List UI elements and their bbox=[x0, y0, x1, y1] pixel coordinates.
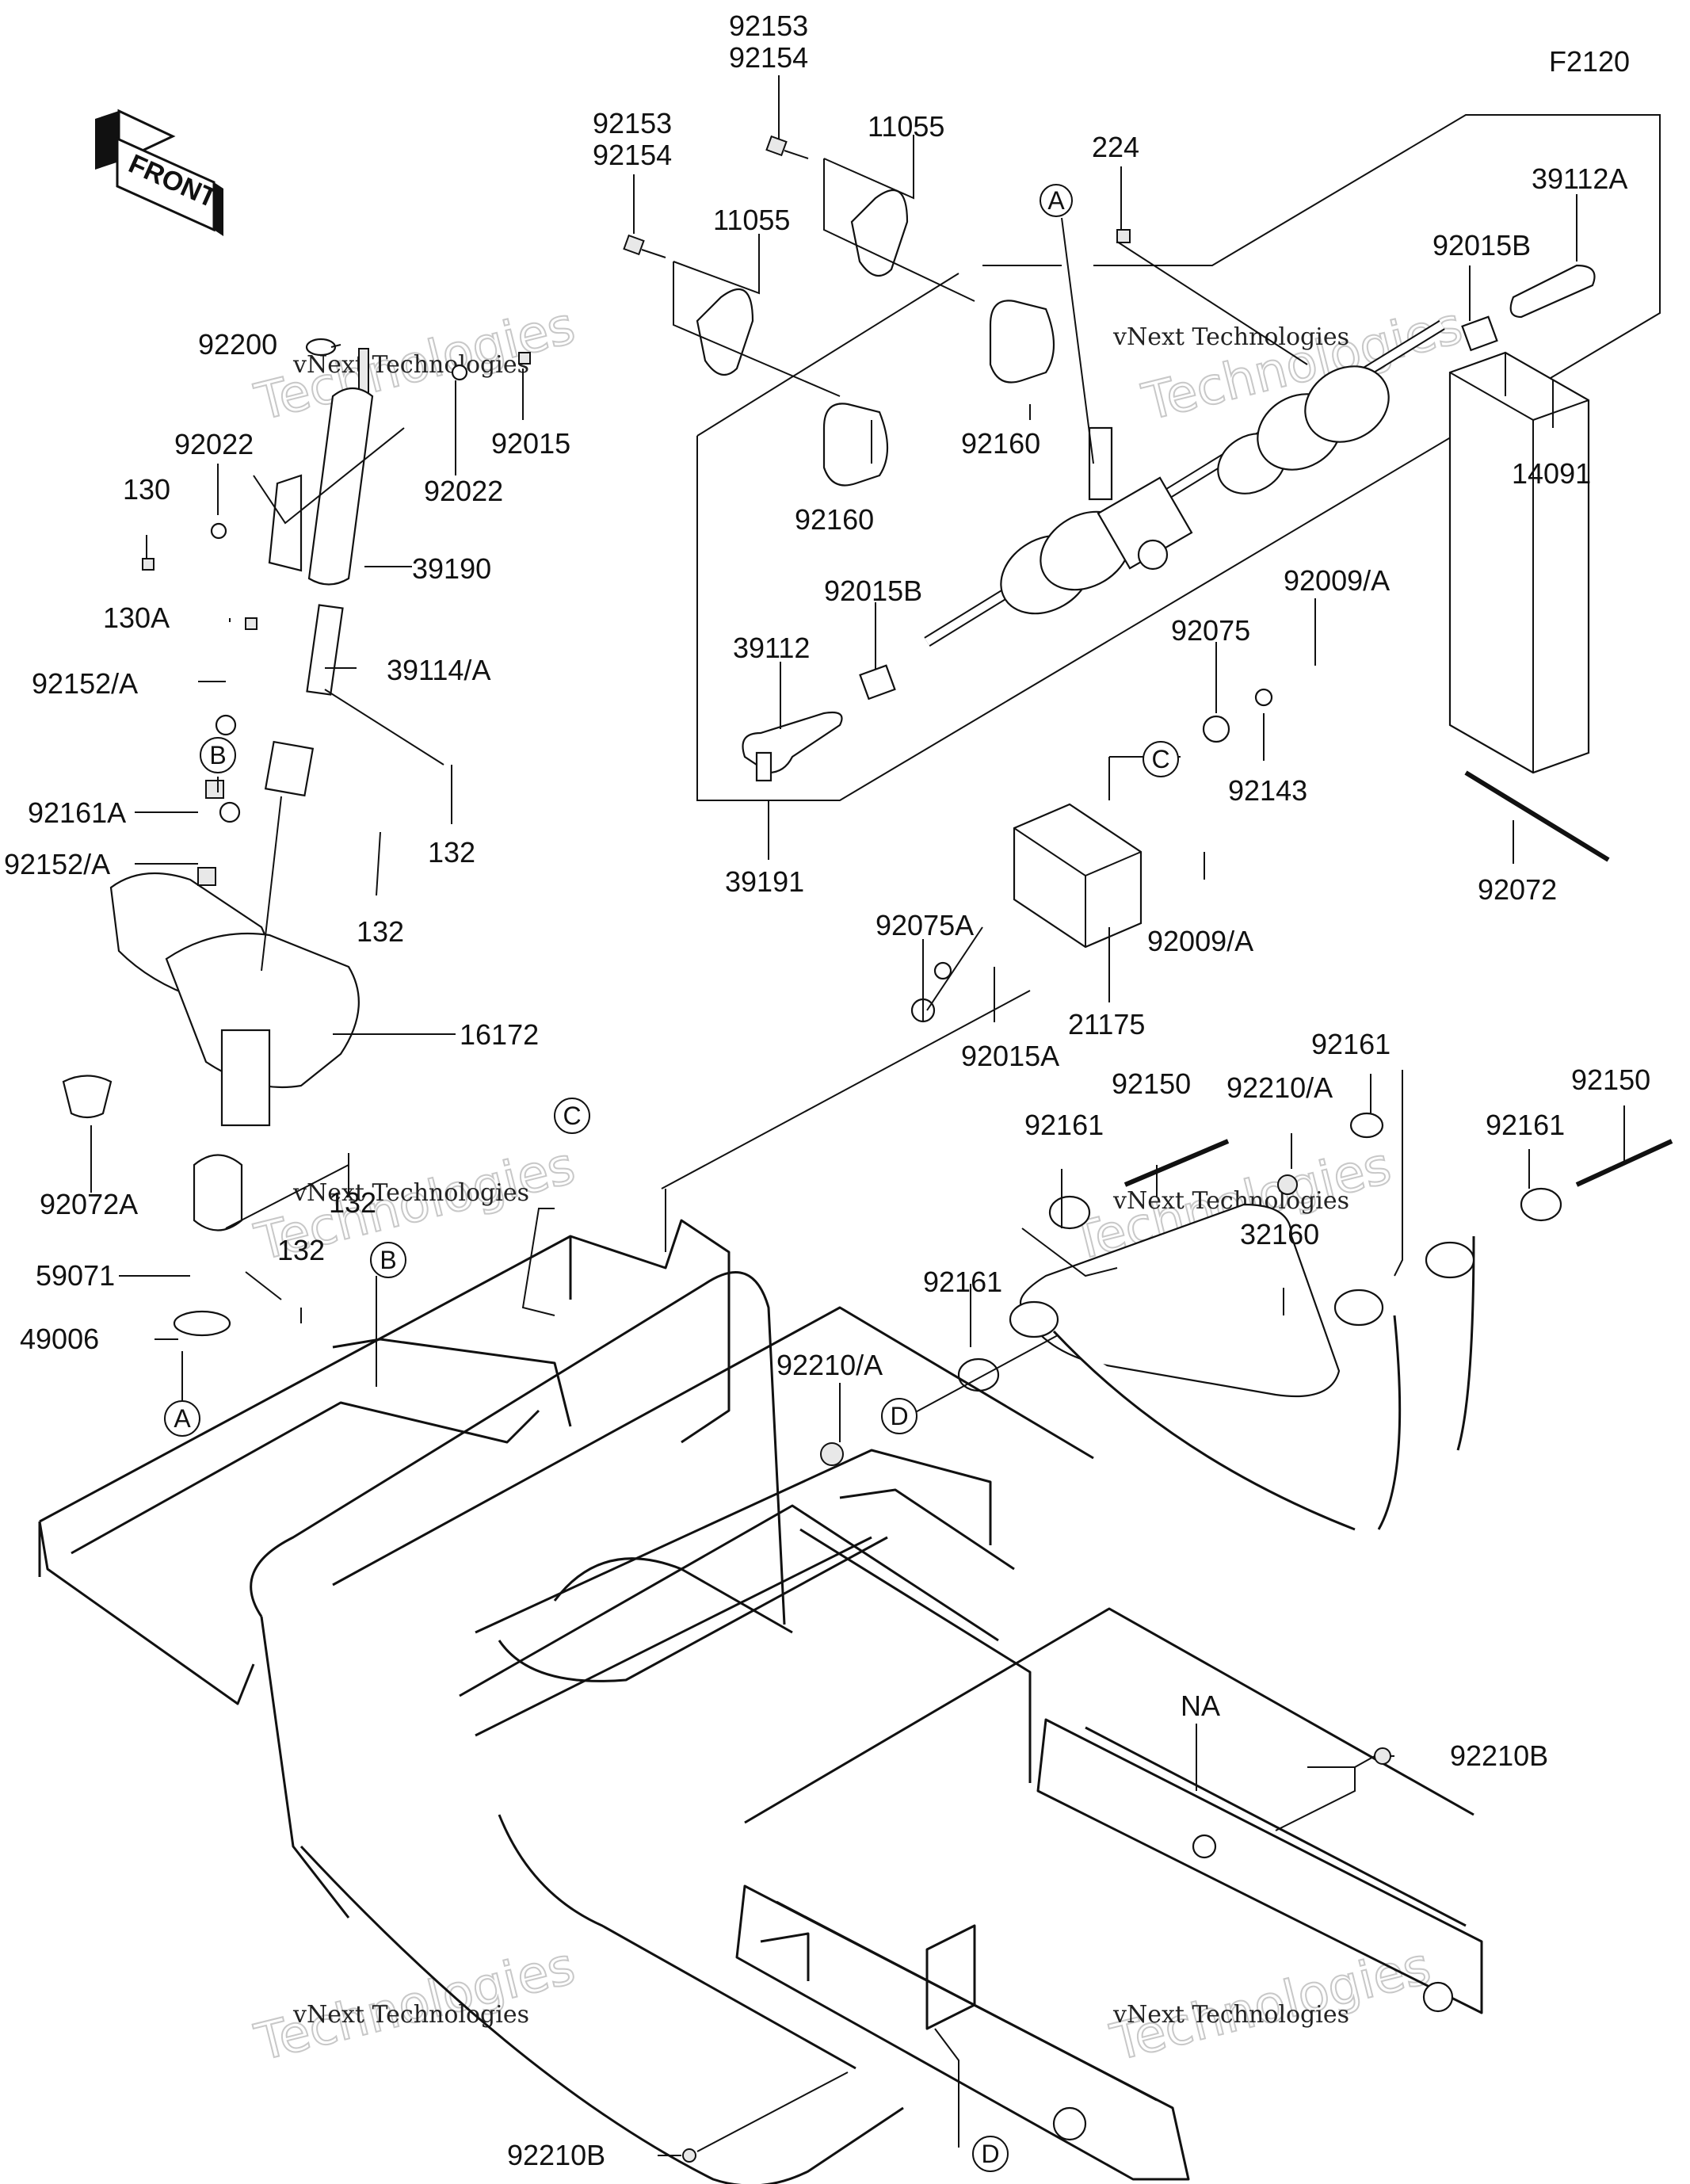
part-label: 92160 bbox=[795, 503, 874, 536]
part-label: 130 bbox=[123, 473, 170, 506]
part-label: 92154 bbox=[729, 41, 808, 74]
part-label: 39191 bbox=[725, 865, 804, 898]
part-label: 224 bbox=[1092, 131, 1139, 163]
part-label: 11055 bbox=[868, 110, 944, 143]
tie-rod-end-left bbox=[742, 664, 896, 782]
part-label: 92072A bbox=[40, 1188, 138, 1220]
callout-a-bottom: A bbox=[164, 1400, 200, 1437]
callout-c-frame: C bbox=[554, 1098, 590, 1134]
part-label: 92210/A bbox=[776, 1349, 883, 1381]
part-label: 32160 bbox=[1240, 1218, 1319, 1250]
svg-text:vNext Technologies: vNext Technologies bbox=[292, 1179, 529, 1207]
tie-rod-end-right bbox=[1461, 264, 1596, 352]
ecu-21175 bbox=[910, 688, 1273, 1023]
callout-d-frame: D bbox=[972, 2136, 1009, 2172]
part-label: 92150 bbox=[1571, 1063, 1650, 1096]
cable-tie-92072 bbox=[1464, 770, 1610, 862]
svg-text:vNext Technologies: vNext Technologies bbox=[292, 2001, 529, 2029]
svg-text:vNext Technologies: vNext Technologies bbox=[292, 351, 529, 379]
part-label: 39190 bbox=[412, 552, 491, 585]
part-label: 92152/A bbox=[4, 848, 110, 880]
callout-b-frame: B bbox=[370, 1242, 406, 1278]
part-label: 92015A bbox=[961, 1040, 1059, 1072]
svg-text:A: A bbox=[174, 1404, 191, 1433]
steering-column-group bbox=[62, 338, 374, 1337]
callout-b-left: B bbox=[200, 737, 236, 773]
vehicle-frame bbox=[38, 1219, 1483, 2184]
callout-d-guard: D bbox=[881, 1398, 917, 1434]
part-label: 59071 bbox=[36, 1259, 115, 1292]
part-label: 92075 bbox=[1171, 614, 1250, 647]
callout-a-top: A bbox=[1040, 184, 1073, 217]
figure-code: F2120 bbox=[1549, 45, 1630, 78]
part-label: 92161 bbox=[1311, 1028, 1391, 1060]
part-label: 92015B bbox=[1432, 229, 1531, 262]
part-label: 92150 bbox=[1112, 1067, 1191, 1100]
nut-icon bbox=[1116, 229, 1131, 243]
svg-text:vNext Technologies: vNext Technologies bbox=[1112, 2001, 1349, 2029]
part-label: 92152/A bbox=[32, 667, 138, 700]
svg-text:C: C bbox=[1151, 745, 1169, 773]
part-label: 92161A bbox=[28, 796, 126, 829]
steering-clamp-right bbox=[850, 189, 1055, 384]
part-label: 92154 bbox=[593, 139, 672, 171]
part-label: 92210B bbox=[507, 2139, 605, 2171]
fastener-icons bbox=[142, 352, 1391, 2163]
part-label: 92161 bbox=[923, 1266, 1002, 1298]
part-label: 92022 bbox=[424, 475, 503, 507]
steering-clamp-left bbox=[696, 288, 889, 487]
svg-text:A: A bbox=[1047, 186, 1065, 215]
part-label: 92015B bbox=[824, 575, 922, 607]
part-label: 49006 bbox=[20, 1323, 99, 1355]
part-label: 92161 bbox=[1486, 1109, 1565, 1141]
part-label: 92009/A bbox=[1147, 925, 1253, 957]
svg-text:C: C bbox=[563, 1102, 581, 1130]
part-label: 132 bbox=[428, 836, 475, 869]
part-label: 92210B bbox=[1450, 1739, 1548, 1772]
part-label: 92015 bbox=[491, 427, 570, 460]
part-label: 92153 bbox=[593, 107, 672, 139]
part-label: 92022 bbox=[174, 428, 254, 460]
part-labels: 92153 92154 11055 92153 92154 11055 224 … bbox=[4, 10, 1650, 2171]
bolt-icon bbox=[623, 135, 809, 258]
part-label: 130A bbox=[103, 601, 170, 634]
steering-rack-group bbox=[623, 114, 1661, 801]
part-label: 92143 bbox=[1228, 774, 1307, 807]
part-label: 132 bbox=[277, 1234, 325, 1266]
part-label: 92009/A bbox=[1284, 564, 1390, 597]
callout-c-ecu: C bbox=[1143, 741, 1179, 777]
part-label: 11055 bbox=[713, 204, 790, 236]
part-label: 92153 bbox=[729, 10, 808, 42]
front-arrow-icon: FRONT bbox=[95, 109, 223, 236]
part-label: 92210/A bbox=[1226, 1071, 1333, 1104]
part-label: 39112 bbox=[733, 632, 810, 664]
svg-text:B: B bbox=[380, 1246, 396, 1274]
part-label: 39112A bbox=[1532, 162, 1627, 195]
part-label: 92200 bbox=[198, 328, 277, 361]
part-label: 14091 bbox=[1512, 457, 1591, 490]
svg-text:vNext Technologies: vNext Technologies bbox=[1112, 323, 1349, 351]
part-label: 132 bbox=[357, 915, 404, 948]
svg-text:D: D bbox=[981, 2140, 999, 2168]
part-label: 132 bbox=[329, 1186, 376, 1219]
part-label: 92161 bbox=[1024, 1109, 1104, 1141]
part-label: NA bbox=[1181, 1690, 1220, 1722]
svg-text:B: B bbox=[209, 741, 226, 769]
svg-text:D: D bbox=[890, 1402, 908, 1430]
part-label: 92072 bbox=[1478, 873, 1557, 906]
steering-rack bbox=[924, 320, 1445, 647]
part-label: 39114/A bbox=[387, 654, 490, 686]
part-label: 92160 bbox=[961, 427, 1040, 460]
cover-14091 bbox=[1448, 351, 1590, 774]
part-label: 21175 bbox=[1068, 1008, 1145, 1040]
guard-32160 bbox=[820, 1112, 1673, 1531]
part-label: 16172 bbox=[460, 1018, 539, 1051]
part-label: 92075A bbox=[876, 909, 974, 941]
